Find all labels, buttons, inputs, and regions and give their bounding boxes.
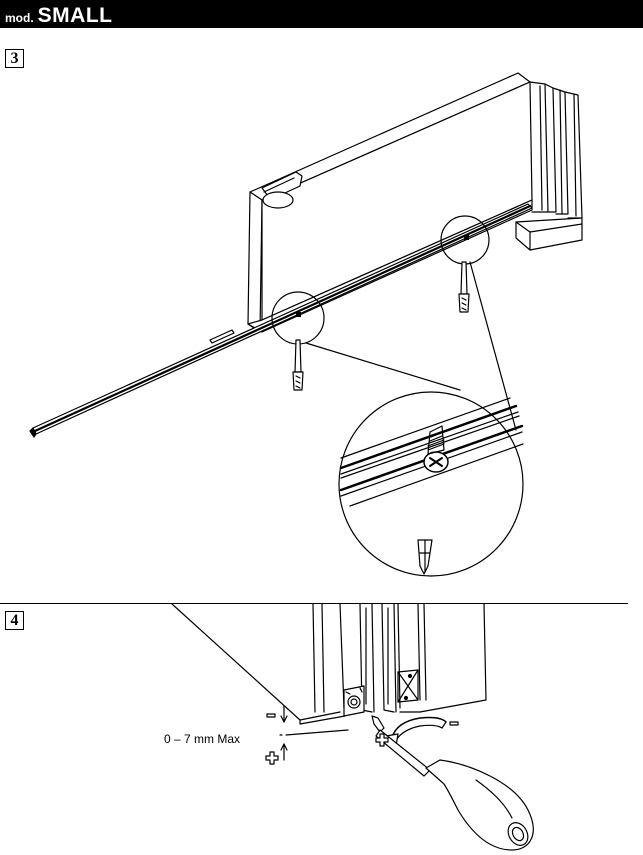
model-title: mod.SMALL [0, 5, 113, 28]
door-bottom [171, 603, 346, 725]
adjustment-range-label: 0 – 7 mm Max [164, 732, 241, 746]
door-panel [247, 72, 583, 333]
model-name: SMALL [37, 4, 113, 27]
model-prefix: mod. [5, 11, 34, 25]
step-3-number: 3 [5, 49, 24, 68]
door-frame [359, 603, 487, 713]
step-4-number: 4 [5, 611, 24, 630]
leader-line-right [469, 261, 517, 431]
step-3-illustration [29, 72, 583, 577]
magnified-detail [338, 391, 524, 577]
dimension-marker [279, 705, 349, 761]
header-bar: mod.SMALL [0, 0, 643, 28]
leader-line-left [305, 342, 461, 391]
screw-right [458, 261, 470, 313]
height-adjuster [343, 685, 365, 717]
section-divider [0, 603, 628, 604]
rotation-arrow [385, 716, 447, 747]
screw-left [292, 339, 304, 391]
plus-minus-symbols [265, 713, 459, 765]
track-rail [29, 203, 533, 438]
screwdriver [371, 715, 534, 851]
